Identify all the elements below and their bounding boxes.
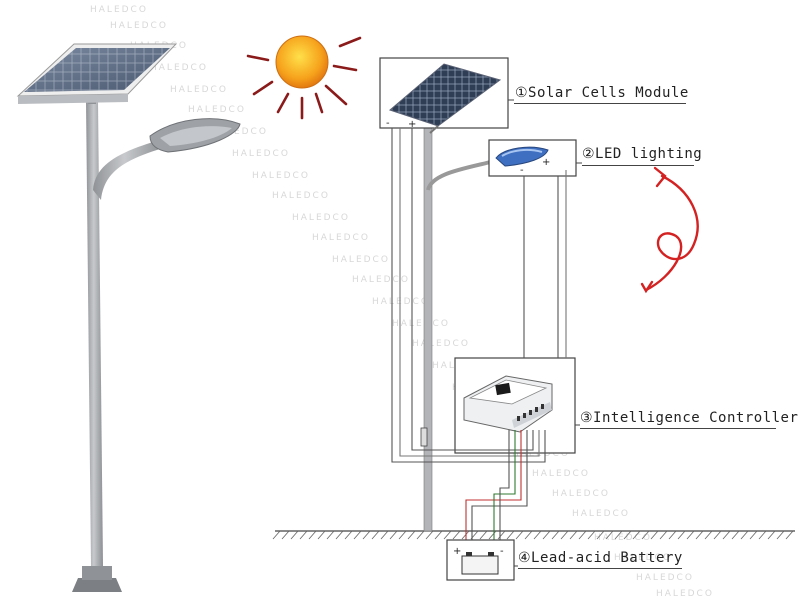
controller-label-underline — [580, 428, 776, 429]
led-lighting-box — [488, 139, 577, 177]
battery-icon — [446, 539, 515, 581]
watermark-text: HALEDCO — [656, 589, 714, 599]
watermark-text: HALEDCO — [412, 339, 470, 349]
led-minus-sign: - — [520, 165, 524, 176]
led-plus-sign: + — [542, 157, 550, 168]
street-lamp-icon — [72, 92, 241, 592]
watermark-text: HALEDCO — [594, 533, 652, 543]
watermark-text: HALEDCO — [90, 5, 148, 15]
led-label-underline — [582, 165, 694, 166]
watermark-text: HALEDCO — [532, 469, 590, 479]
led-lighting-label: ②LED lighting — [582, 146, 703, 162]
watermark-text: HALEDCO — [170, 85, 228, 95]
solar-plus-sign: + — [408, 119, 416, 130]
watermark-text: HALEDCO — [572, 509, 630, 519]
lead-acid-battery-label: ④Lead-acid Battery — [518, 550, 683, 566]
intelligence-controller-label: ③Intelligence Controller — [580, 410, 799, 426]
watermark-text: HALEDCO — [372, 297, 430, 307]
watermark-text: HALEDCO — [352, 275, 410, 285]
red-arrow-icon — [640, 166, 699, 294]
watermark-text: HALEDCO — [332, 255, 390, 265]
watermark-text: HALEDCO — [512, 449, 570, 459]
solar-module-box — [379, 57, 509, 134]
watermark-text: HALEDCO — [232, 149, 290, 159]
watermark-text: HALEDCO — [614, 553, 672, 563]
wiring — [391, 128, 567, 542]
watermark-text: HALEDCO — [188, 105, 246, 115]
leader-lines — [508, 99, 582, 567]
solar-cells-module-label: ①Solar Cells Module — [515, 85, 689, 101]
watermark-text: HALEDCO — [110, 21, 168, 31]
battery-label-underline — [518, 568, 682, 569]
ground-line — [272, 530, 795, 540]
watermark-text: HALEDCO — [210, 127, 268, 137]
solar-label-underline — [514, 103, 686, 104]
watermark-text: HALEDCO — [272, 191, 330, 201]
sun-icon — [246, 35, 362, 120]
watermark-text: HALEDCO — [252, 171, 310, 181]
solar-panel-icon — [16, 43, 178, 104]
watermark-text: HALEDCO — [552, 489, 610, 499]
battery-plus-sign: + — [453, 546, 461, 557]
watermark-text: HALEDCO — [636, 573, 694, 583]
solar-minus-sign: - — [386, 118, 390, 129]
watermark-text: HALEDCO — [150, 63, 208, 73]
watermark-text: HALEDCO — [312, 233, 370, 243]
watermark-text: HALEDCO — [392, 319, 450, 329]
battery-minus-sign: - — [500, 546, 504, 557]
watermark-text: HALEDCO — [292, 213, 350, 223]
